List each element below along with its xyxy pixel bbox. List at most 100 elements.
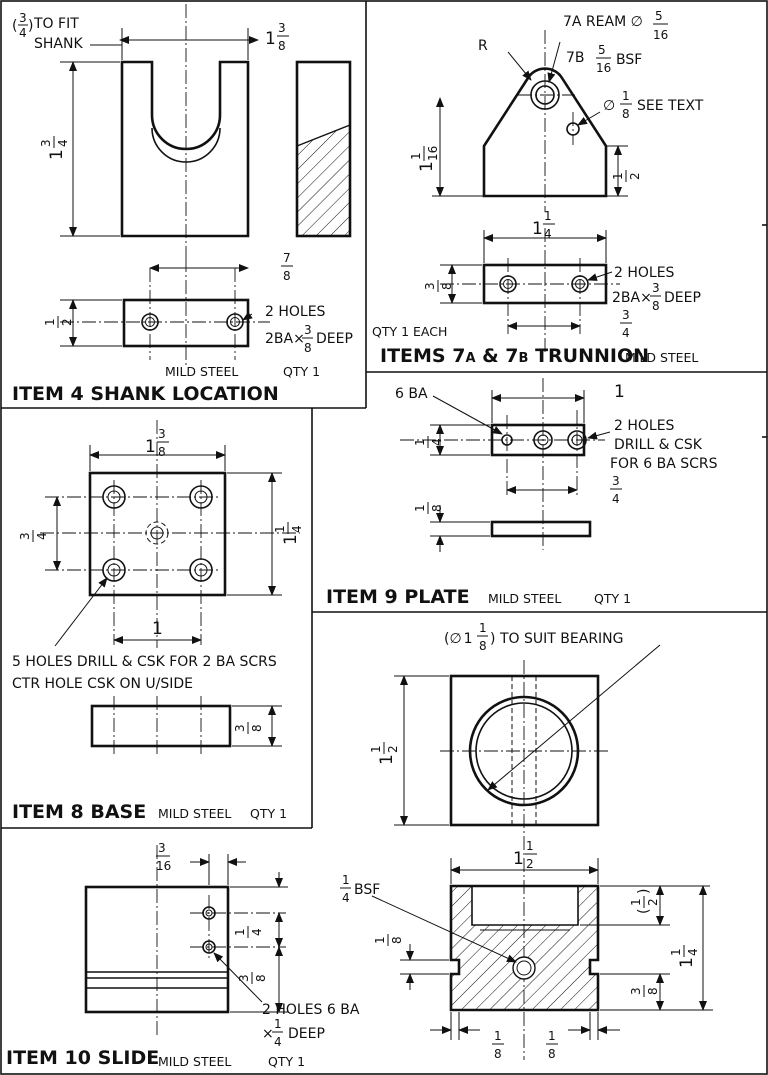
item4-dim-half: 1 [43,318,57,326]
svg-text:2BA×: 2BA× [612,290,652,306]
item7-trunnion: 7A REAM ∅ 5 16 7B 5 16 BSF R ∅ 1 8 SEE T… [372,9,704,367]
svg-text:4: 4 [686,948,700,956]
svg-text:16: 16 [596,61,611,75]
bearing-front-view [440,660,610,1060]
item10-dim-low: 3 [237,974,251,982]
item7-material: MILD STEEL [625,350,698,365]
item9-holes-note: 2 HOLES [614,418,675,434]
item10-labels: 3 16 1 4 3 8 2 HOLES 6 BA × 1 4 DEEP ITE… [6,841,360,1069]
svg-text:8: 8 [250,724,264,732]
item9-dim-pitch: 3 [612,474,620,488]
svg-text:5: 5 [655,9,663,23]
svg-text:FOR 6 BA SCRS: FOR 6 BA SCRS [610,456,718,472]
item7-dim-pitch: 3 [622,308,630,322]
item4-plan-view [60,258,270,368]
svg-text:2: 2 [628,172,642,180]
bearing-section-view [449,884,600,1012]
svg-text:2: 2 [646,898,660,906]
svg-text:3: 3 [652,281,660,295]
svg-text:3: 3 [304,323,312,337]
svg-text:1: 1 [409,152,423,160]
item4-fit-paren: ( [12,18,17,34]
svg-text:4: 4 [290,525,304,533]
item10-qty: QTY 1 [268,1054,305,1069]
item4-shank-note: SHANK [34,36,83,52]
svg-text:1: 1 [273,525,287,533]
bearing-dim-hole: 1 [373,936,387,944]
item7-dim-thick: 3 [423,282,437,290]
item8-base: 1 3 8 1 1 4 3 4 1 5 HOLES DRILL & CSK FO… [12,420,304,823]
svg-text:2: 2 [386,745,400,753]
item7-dim-width: 1 [532,219,543,239]
svg-text:8: 8 [430,504,444,512]
item8-dim-thick: 3 [233,724,247,732]
item8-side-view [90,696,232,756]
item10-dim-pitch: 1 [233,928,247,936]
svg-text:8: 8 [390,936,404,944]
item8-note-holes: 5 HOLES DRILL & CSK FOR 2 BA SCRS [12,654,277,670]
svg-text:BSF: BSF [616,52,642,68]
item7-ream-note: 7A REAM ∅ [563,14,643,30]
item4-side-view [295,60,352,238]
item9-plate: 6 BA 1 1 4 2 HOLES DRILL & CSK FOR 6 BA … [326,378,718,608]
item7-dim-half: 1 [611,172,625,180]
bearing-dim-foot-right: 1 [548,1029,556,1043]
bearing-dim-recess: 1 [629,898,643,906]
item9-dim-height: 1 [413,438,427,446]
svg-text:8: 8 [278,39,286,53]
item7-front-view [482,30,608,212]
item9-plan-view [400,378,605,550]
item9-qty: QTY 1 [594,591,631,606]
bearing-bore-note: (∅1 [444,631,473,647]
item9-title: ITEM 9 PLATE [326,586,470,608]
svg-text:8: 8 [622,107,630,121]
svg-text:1: 1 [274,1017,282,1031]
svg-text:1: 1 [669,948,683,956]
bearing-dim-foot-left: 1 [494,1029,502,1043]
item8-title: ITEM 8 BASE [12,801,146,823]
item7-plan-view [440,228,620,352]
item9-material: MILD STEEL [488,591,561,606]
svg-text:TO SUIT BEARING: TO SUIT BEARING [499,631,624,647]
svg-text:3: 3 [278,21,286,35]
svg-text:1: 1 [622,89,630,103]
item9-dim-thick: 1 [413,504,427,512]
svg-text:4: 4 [430,438,444,446]
item7-title: ITEMS 7A & 7B TRUNNION [380,345,649,367]
svg-text:16: 16 [426,146,440,161]
item10-slide: 3 16 1 4 3 8 2 HOLES 6 BA × 1 4 DEEP ITE… [6,841,360,1069]
svg-text:): ) [636,889,652,894]
item7-small-hole: ∅ [603,98,615,114]
item7-dimensions [432,41,628,330]
item8-material: MILD STEEL [158,806,231,821]
svg-text:3: 3 [19,11,27,25]
item4-material: MILD STEEL [165,364,238,379]
svg-text:DRILL & CSK: DRILL & CSK [614,437,703,453]
item8-dim-inner: 3 [18,532,32,540]
svg-text:1: 1 [544,209,552,223]
svg-text:DEEP: DEEP [664,290,701,306]
svg-text:2BA×: 2BA× [265,331,305,347]
item7-qty: QTY 1 EACH [372,324,447,339]
item8-note-ctr: CTR HOLE CSK ON U/SIDE [12,676,193,692]
item4-qty: QTY 1 [283,364,320,379]
item8-labels: 1 3 8 1 1 4 3 4 1 5 HOLES DRILL & CSK FO… [12,427,304,823]
item8-dim-width: 1 [145,437,156,457]
item10-holes-note: 2 HOLES 6 BA [262,1002,360,1018]
svg-text:3: 3 [158,427,166,441]
item8-dim-height: 1 [281,534,301,545]
item9-labels: 6 BA 1 1 4 2 HOLES DRILL & CSK FOR 6 BA … [326,382,718,608]
item8-dim-pitch: 1 [152,619,163,639]
item4-shank-location: ( 3 4 ) TO FIT SHANK 1 3 8 1 3 4 1 2 7 [12,4,353,405]
item4-dim-height: 1 [47,149,67,160]
svg-text:8: 8 [652,299,660,313]
item4-dim-width: 1 [265,29,276,49]
svg-text:4: 4 [35,532,49,540]
item9-ba-label: 6 BA [395,386,428,402]
svg-text:8: 8 [254,974,268,982]
svg-text:5: 5 [598,43,606,57]
svg-text:4: 4 [544,227,552,241]
svg-text:8: 8 [646,987,660,995]
bearing-dim-width: 1 [513,849,524,869]
